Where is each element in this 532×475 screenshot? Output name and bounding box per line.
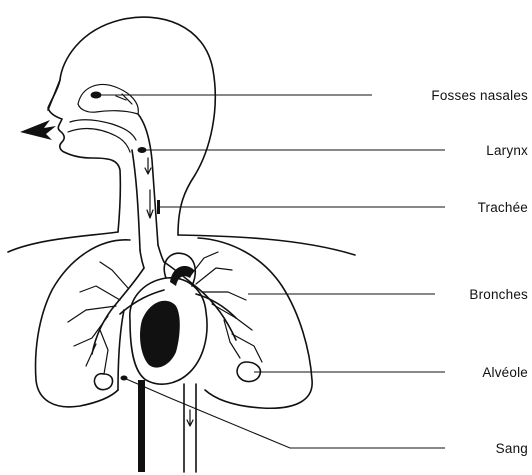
label-larynx: Larynx bbox=[486, 143, 528, 158]
label-trachee: Trachée bbox=[478, 200, 528, 215]
aorta-arrow bbox=[187, 410, 193, 426]
trachea-left-wall bbox=[140, 250, 144, 268]
heart-dark-chamber bbox=[140, 301, 180, 368]
label-alveole: Alvéole bbox=[482, 365, 528, 380]
left-alveolus bbox=[94, 374, 112, 390]
leader-sang bbox=[124, 378, 445, 448]
nasal-cavity bbox=[78, 85, 138, 114]
face-profile bbox=[48, 80, 120, 232]
vena-cava bbox=[138, 380, 145, 472]
head-outline bbox=[48, 17, 215, 235]
label-sang: Sang bbox=[496, 441, 528, 456]
trachea-arrows bbox=[147, 190, 153, 218]
left-bronchus bbox=[92, 268, 144, 354]
pharynx-front bbox=[132, 150, 140, 250]
pharynx-back bbox=[138, 114, 158, 245]
trachea-right-wall bbox=[158, 245, 164, 262]
inhalation-arrow-icon bbox=[20, 120, 56, 140]
mouth-cavity bbox=[70, 120, 136, 140]
trachea-marker bbox=[157, 200, 160, 214]
tongue bbox=[68, 129, 130, 152]
label-bronches: Bronches bbox=[469, 287, 528, 302]
descending-aorta bbox=[184, 384, 196, 472]
torso-outline-left bbox=[8, 232, 118, 252]
larynx-arrows bbox=[145, 158, 151, 174]
right-lung bbox=[198, 238, 312, 408]
left-lung bbox=[36, 240, 130, 407]
right-bronchioles bbox=[190, 252, 262, 362]
label-fosses-nasales: Fosses nasales bbox=[431, 88, 528, 103]
